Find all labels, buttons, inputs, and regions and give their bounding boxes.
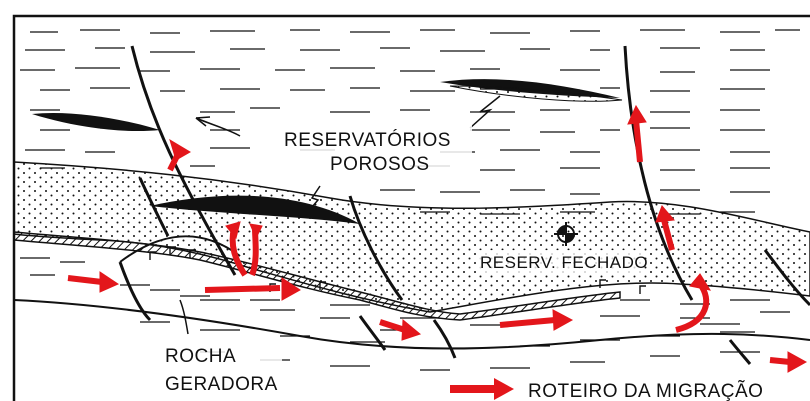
well-symbol-icon bbox=[554, 222, 578, 246]
legend-migration-label: ROTEIRO DA MIGRAÇÃO bbox=[528, 380, 763, 401]
faults bbox=[118, 45, 810, 365]
anticline-lens bbox=[119, 235, 241, 263]
carbonate-marks bbox=[149, 246, 646, 294]
migration-arrow-icon bbox=[450, 378, 514, 400]
legend: ROTEIRO DA MIGRAÇÃO bbox=[446, 376, 810, 401]
migration-arrows bbox=[67, 104, 808, 373]
label-reservoirs-line1: RESERVATÓRIOS bbox=[284, 129, 451, 151]
reservoir-lens-left bbox=[32, 112, 160, 132]
label-reservoirs-line2: POROSOS bbox=[330, 154, 430, 175]
leader-lines bbox=[179, 95, 501, 335]
label-source-rock-line1: ROCHA bbox=[165, 346, 236, 367]
reservoir-lens-top bbox=[440, 79, 620, 98]
reservoir-lens-center bbox=[150, 195, 360, 224]
label-closed-reservoir: RESERV. FECHADO bbox=[480, 253, 648, 272]
reservoir-lens-top-dotted bbox=[449, 85, 623, 102]
base-contact bbox=[14, 299, 810, 350]
label-source-rock-line2: GERADORA bbox=[165, 374, 278, 395]
